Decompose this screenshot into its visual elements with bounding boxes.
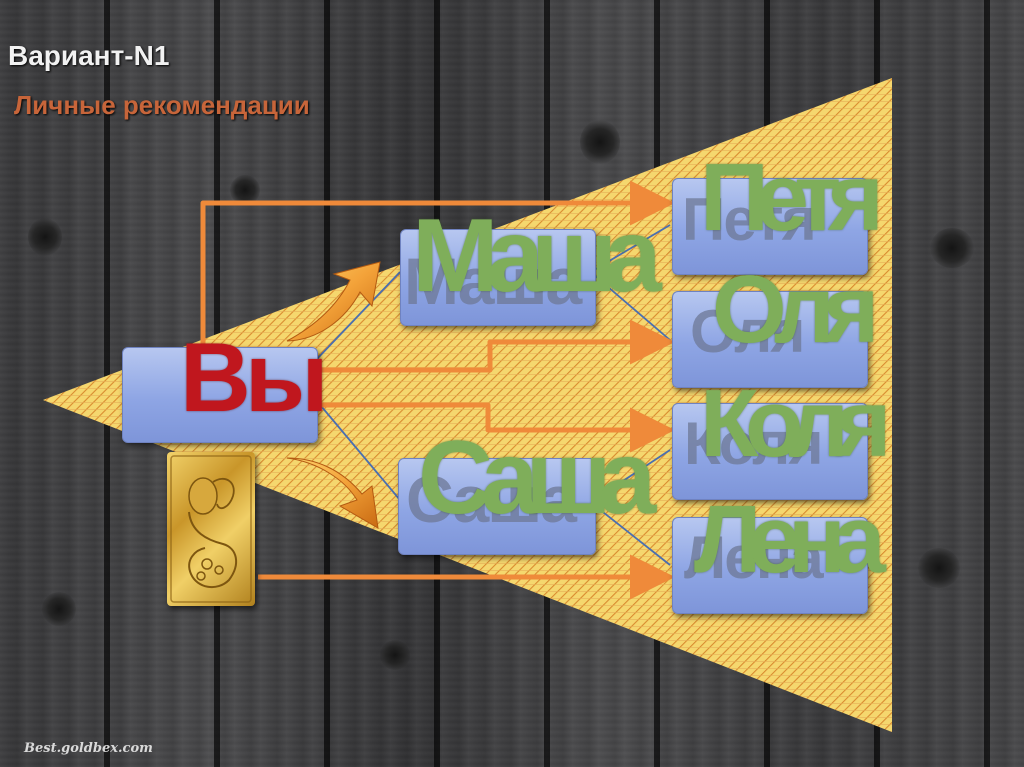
wood-knot [930, 228, 974, 268]
node-level2-kolya [672, 403, 868, 500]
arrow-to-petya [200, 180, 675, 345]
node-label-ghost: Петя [682, 186, 817, 253]
arrow-to-kolya [318, 402, 675, 453]
node-level2-olya [672, 291, 868, 388]
gold-bar-engraving [170, 455, 252, 603]
node-label-root: Вы [180, 322, 329, 432]
wood-knot [580, 120, 620, 164]
node-label-ghost: Маша [404, 244, 582, 318]
node-label-ghost: Оля [690, 298, 805, 365]
node-label-petya: Петя [700, 144, 884, 251]
node-label-olya: Оля [712, 256, 879, 363]
wood-knot [28, 218, 62, 256]
node-label-ghost: Саша [406, 462, 577, 536]
node-level1-sasha [398, 458, 596, 555]
node-level2-lena [672, 517, 868, 614]
curved-arrow-icon [286, 457, 379, 529]
node-label-ghost: Коля [684, 410, 823, 477]
node-label-kolya: Коля [700, 370, 892, 477]
node-root [122, 347, 318, 443]
node-label-ghost: Лена [684, 524, 824, 591]
orange-arrows [200, 180, 675, 600]
arrow-to-olya [318, 319, 675, 373]
wood-knot [918, 548, 960, 588]
footer-source: Best.goldbex.com [24, 741, 153, 756]
wood-knot [380, 640, 410, 670]
node-label-masha: Маша [412, 198, 662, 314]
node-level1-masha [400, 229, 596, 326]
gold-bar-icon [167, 452, 255, 606]
page-subtitle: Личные рекомендации [14, 90, 310, 120]
page-title: Вариант-N1 [8, 40, 170, 71]
node-level2-petya [672, 178, 868, 275]
wood-knot [230, 175, 260, 205]
curved-arrow-icon [286, 261, 381, 342]
wood-knot [42, 592, 76, 626]
node-label-lena: Лена [694, 486, 886, 593]
node-label-sasha: Саша [418, 420, 656, 536]
